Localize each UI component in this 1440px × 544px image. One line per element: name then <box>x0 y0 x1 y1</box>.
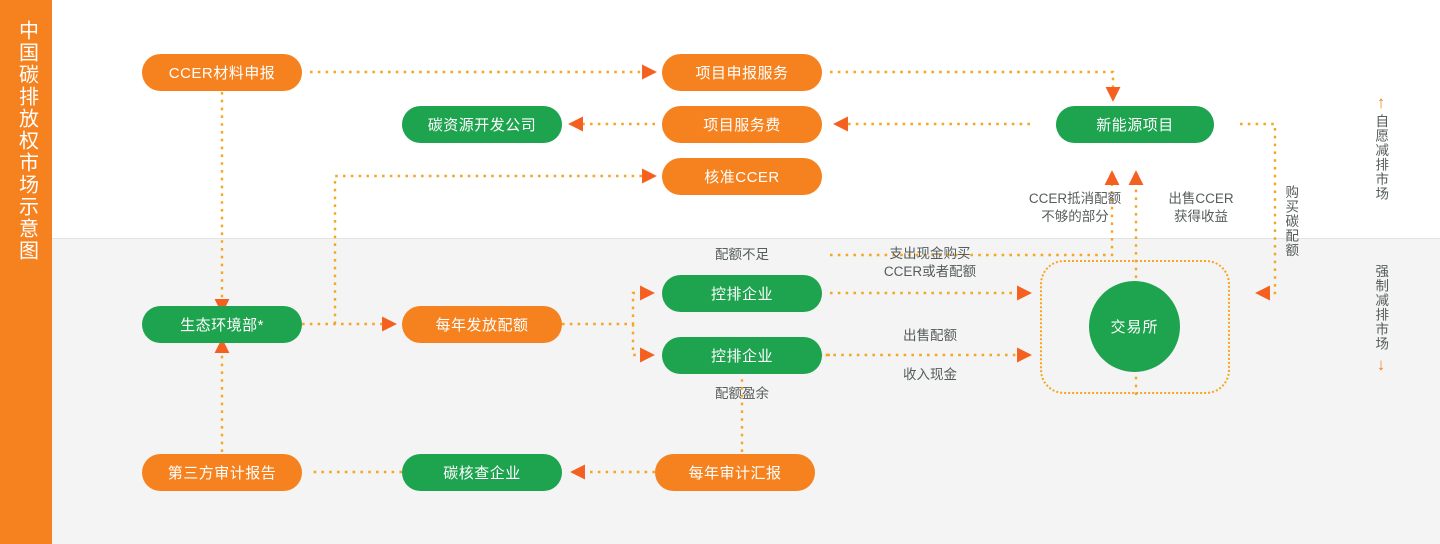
node-controlled-enterprise-2[interactable]: 控排企业 <box>662 337 822 374</box>
node-third-party-audit-report[interactable]: 第三方审计报告 <box>142 454 302 491</box>
node-label: 控排企业 <box>710 348 773 365</box>
label-receive-cash: 收入现金 <box>903 367 957 382</box>
voluntary-market-arrow-icon: ↑ <box>1376 93 1386 112</box>
node-controlled-enterprise-1[interactable]: 控排企业 <box>662 275 822 312</box>
mandatory-market-arrow-icon: ↓ <box>1376 355 1386 374</box>
node-label: 新能源项目 <box>1096 117 1174 134</box>
node-label: 项目服务费 <box>703 117 781 134</box>
label-buy-carbon-quota: 购买碳配额 <box>1283 185 1299 258</box>
node-label: 项目申报服务 <box>695 65 789 82</box>
node-exchange[interactable]: 交易所 <box>1089 281 1180 372</box>
label-pay-cash-buy: 支出现金购买 CCER或者配额 <box>883 246 977 280</box>
node-label: CCER材料申报 <box>168 65 276 82</box>
label-mandatory-market: 强制减排市场 <box>1373 264 1389 351</box>
title-bar: 中国碳排放权市场示意图 <box>0 0 52 544</box>
label-quota-shortage: 配额不足 <box>715 247 769 262</box>
label-ccer-offset-shortfall: CCER抵消配额 不够的部分 <box>1028 191 1122 225</box>
node-annual-quota[interactable]: 每年发放配额 <box>402 306 562 343</box>
exchange-boundary <box>1040 260 1230 394</box>
node-label: 每年审计汇报 <box>688 465 782 482</box>
node-project-apply-svc[interactable]: 项目申报服务 <box>662 54 822 91</box>
label-sell-ccer-gain: 出售CCER 获得收益 <box>1168 191 1234 225</box>
node-annual-audit-report[interactable]: 每年审计汇报 <box>655 454 815 491</box>
node-approved-ccer[interactable]: 核准CCER <box>662 158 822 195</box>
node-carbon-dev-co[interactable]: 碳资源开发公司 <box>402 106 562 143</box>
node-verification-company[interactable]: 碳核查企业 <box>402 454 562 491</box>
label-quota-surplus: 配额盈余 <box>715 386 769 401</box>
node-label: 交易所 <box>1110 319 1159 336</box>
node-label: 控排企业 <box>710 286 773 303</box>
page-title: 中国碳排放权市场示意图 <box>15 20 38 262</box>
node-label: 核准CCER <box>704 169 780 186</box>
node-label: 生态环境部* <box>180 317 264 334</box>
node-new-energy-project[interactable]: 新能源项目 <box>1056 106 1214 143</box>
label-voluntary-market: 自愿减排市场 <box>1373 114 1389 201</box>
node-ccer-apply[interactable]: CCER材料申报 <box>142 54 302 91</box>
node-label: 每年发放配额 <box>435 317 529 334</box>
node-label: 第三方审计报告 <box>167 465 277 482</box>
label-sell-quota: 出售配额 <box>903 328 957 343</box>
node-project-fee[interactable]: 项目服务费 <box>662 106 822 143</box>
node-moee[interactable]: 生态环境部* <box>142 306 302 343</box>
node-label: 碳核查企业 <box>443 465 521 482</box>
node-label: 碳资源开发公司 <box>427 117 537 134</box>
